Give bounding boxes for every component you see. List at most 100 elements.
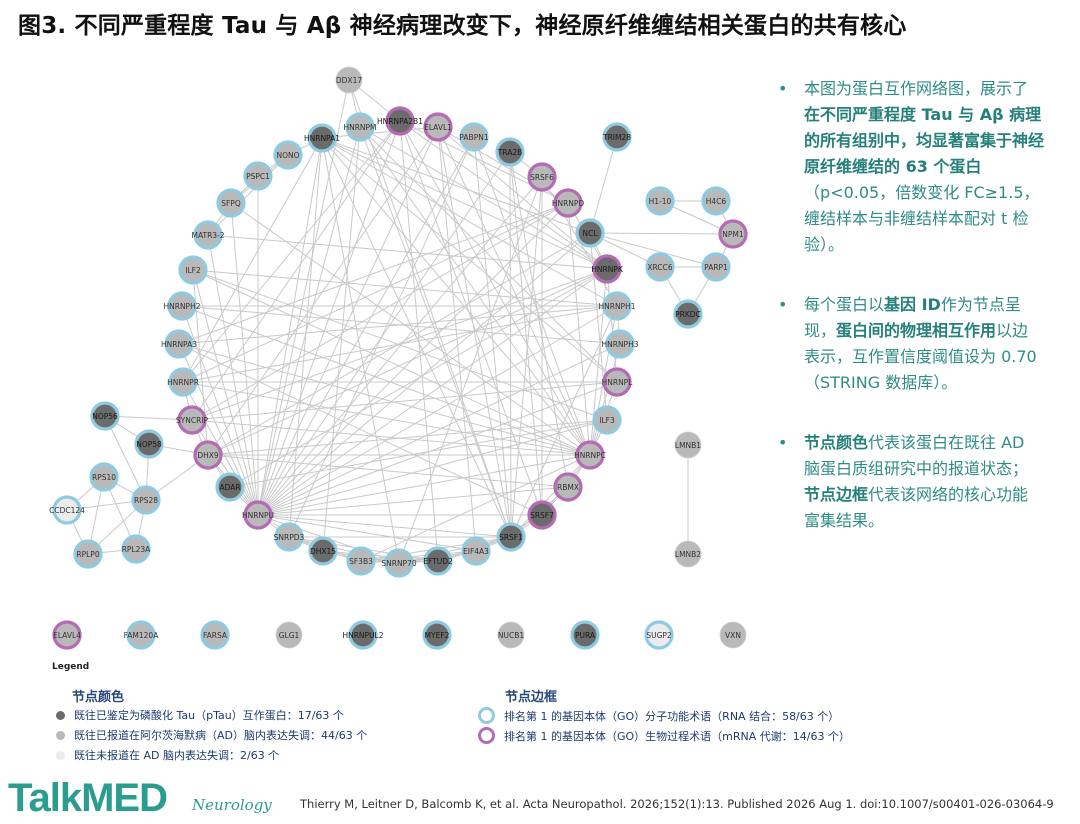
- node-HNRNPL[interactable]: HNRNPL: [602, 367, 634, 397]
- node-GLG1[interactable]: GLG1: [275, 621, 303, 649]
- node-SRSF1[interactable]: SRSF1: [496, 522, 526, 552]
- node-circle[interactable]: [423, 112, 453, 142]
- node-HNRNPD[interactable]: HNRNPD: [552, 188, 585, 218]
- node-FARSA[interactable]: FARSA: [200, 620, 230, 650]
- node-H1-10[interactable]: H1-10: [645, 186, 675, 216]
- node-MYEF2[interactable]: MYEF2: [422, 620, 452, 650]
- node-circle[interactable]: [527, 162, 557, 192]
- node-FAM120A[interactable]: FAM120A: [124, 620, 160, 650]
- node-circle[interactable]: [243, 500, 273, 530]
- node-ADAR[interactable]: ADAR: [215, 472, 245, 502]
- node-circle[interactable]: [308, 536, 338, 566]
- node-SRSF6[interactable]: SRSF6: [527, 162, 557, 192]
- node-SFPQ[interactable]: SFPQ: [216, 188, 246, 218]
- node-LMNB1[interactable]: LMNB1: [674, 431, 702, 459]
- node-circle[interactable]: [243, 161, 273, 191]
- node-circle[interactable]: [89, 462, 119, 492]
- node-circle[interactable]: [605, 329, 635, 359]
- node-circle[interactable]: [602, 291, 632, 321]
- node-circle[interactable]: [592, 405, 622, 435]
- node-circle[interactable]: [422, 620, 452, 650]
- node-RPS28[interactable]: RPS28: [131, 485, 161, 515]
- node-circle[interactable]: [701, 186, 731, 216]
- node-circle[interactable]: [495, 137, 525, 167]
- node-XRCC6[interactable]: XRCC6: [645, 252, 675, 282]
- node-circle[interactable]: [134, 429, 164, 459]
- node-HNRNPK[interactable]: HNRNPK: [591, 254, 624, 284]
- node-TRA2B[interactable]: TRA2B: [495, 137, 525, 167]
- node-circle[interactable]: [131, 485, 161, 515]
- node-circle[interactable]: [701, 252, 731, 282]
- node-circle[interactable]: [645, 186, 675, 216]
- node-HNRNPM[interactable]: HNRNPM: [343, 112, 377, 142]
- node-EFTUD2[interactable]: EFTUD2: [423, 546, 453, 576]
- node-circle[interactable]: [602, 367, 632, 397]
- node-circle[interactable]: [644, 620, 674, 650]
- node-HNRNPUL2[interactable]: HNRNPUL2: [342, 620, 384, 650]
- node-LMNB2[interactable]: LMNB2: [674, 540, 702, 568]
- node-RPL23A[interactable]: RPL23A: [121, 534, 151, 564]
- node-PSPC1[interactable]: PSPC1: [243, 161, 273, 191]
- node-VXN[interactable]: VXN: [719, 621, 747, 649]
- node-RBMX[interactable]: RBMX: [553, 472, 583, 502]
- node-circle[interactable]: [348, 620, 378, 650]
- node-circle[interactable]: [177, 405, 207, 435]
- node-HNRNPH2[interactable]: HNRNPH2: [163, 291, 201, 321]
- node-circle[interactable]: [346, 546, 376, 576]
- node-circle[interactable]: [496, 522, 526, 552]
- node-MATR3-2[interactable]: MATR3-2: [191, 220, 225, 250]
- node-SUGP2[interactable]: SUGP2: [644, 620, 674, 650]
- node-circle[interactable]: [52, 620, 82, 650]
- node-circle[interactable]: [553, 472, 583, 502]
- node-circle[interactable]: [275, 621, 303, 649]
- node-circle[interactable]: [384, 548, 414, 578]
- node-circle[interactable]: [423, 546, 453, 576]
- node-PABPN1[interactable]: PABPN1: [459, 122, 489, 152]
- node-HNRNPC[interactable]: HNRNPC: [574, 440, 606, 470]
- node-NUCB1[interactable]: NUCB1: [497, 621, 525, 649]
- node-circle[interactable]: [73, 539, 103, 569]
- node-RPLP0[interactable]: RPLP0: [73, 539, 103, 569]
- node-circle[interactable]: [274, 522, 304, 552]
- node-circle[interactable]: [592, 254, 622, 284]
- node-circle[interactable]: [121, 534, 151, 564]
- node-circle[interactable]: [719, 621, 747, 649]
- node-circle[interactable]: [645, 252, 675, 282]
- node-ILF2[interactable]: ILF2: [178, 255, 208, 285]
- node-circle[interactable]: [674, 540, 702, 568]
- node-NOP58[interactable]: NOP58: [134, 429, 164, 459]
- node-HNRNPA2B1[interactable]: HNRNPA2B1: [377, 106, 423, 136]
- node-HNRNPA3[interactable]: HNRNPA3: [161, 329, 197, 359]
- node-circle[interactable]: [126, 620, 156, 650]
- node-circle[interactable]: [718, 219, 748, 249]
- node-ILF3[interactable]: ILF3: [592, 405, 622, 435]
- node-circle[interactable]: [553, 188, 583, 218]
- node-HNRNPH3[interactable]: HNRNPH3: [601, 329, 639, 359]
- node-NONO[interactable]: NONO: [273, 140, 303, 170]
- node-SYNCRIP[interactable]: SYNCRIP: [176, 405, 209, 435]
- node-circle[interactable]: [385, 106, 415, 136]
- node-SNRNP70[interactable]: SNRNP70: [381, 548, 417, 578]
- node-DHX9[interactable]: DHX9: [193, 440, 223, 470]
- node-ELAVL4[interactable]: ELAVL4: [52, 620, 82, 650]
- node-CCDC124[interactable]: CCDC124: [49, 495, 85, 525]
- node-SNRPD3[interactable]: SNRPD3: [274, 522, 305, 552]
- node-circle[interactable]: [527, 500, 557, 530]
- node-H4C6[interactable]: H4C6: [701, 186, 731, 216]
- node-RPS10[interactable]: RPS10: [89, 462, 119, 492]
- node-circle[interactable]: [193, 440, 223, 470]
- node-circle[interactable]: [178, 255, 208, 285]
- node-EIF4A3[interactable]: EIF4A3: [461, 536, 491, 566]
- node-PARP1[interactable]: PARP1: [701, 252, 731, 282]
- node-circle[interactable]: [602, 122, 632, 152]
- node-NCL[interactable]: NCL: [575, 218, 605, 248]
- node-circle[interactable]: [575, 440, 605, 470]
- node-ELAVL1[interactable]: ELAVL1: [423, 112, 453, 142]
- node-NPM1[interactable]: NPM1: [718, 219, 748, 249]
- node-circle[interactable]: [200, 620, 230, 650]
- node-PRKDC[interactable]: PRKDC: [673, 299, 703, 329]
- node-circle[interactable]: [307, 123, 337, 153]
- node-circle[interactable]: [575, 218, 605, 248]
- node-circle[interactable]: [52, 495, 82, 525]
- node-circle[interactable]: [215, 472, 245, 502]
